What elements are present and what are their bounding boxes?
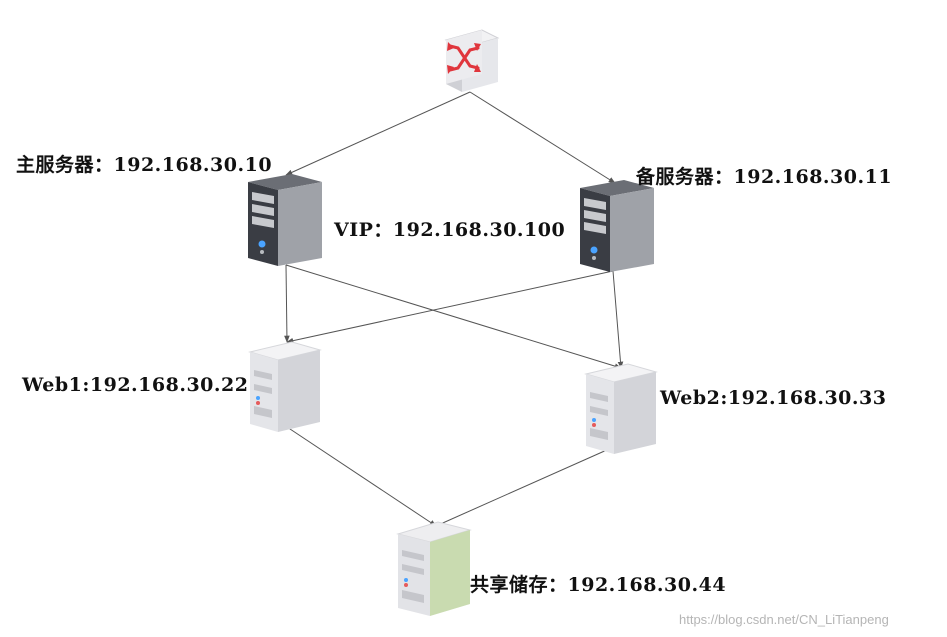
web1-server-node <box>248 340 324 438</box>
edge-storage-to-web2 <box>435 444 619 527</box>
network-switch-icon <box>444 29 500 92</box>
vip-label: VIP：192.168.30.100 <box>334 219 566 241</box>
dark-server-icon <box>248 174 322 266</box>
dark-server-icon <box>580 180 654 272</box>
light-server-icon <box>248 341 322 432</box>
primary-server-label: 主服务器：192.168.30.10 <box>16 154 273 176</box>
primary-server-node <box>246 172 326 272</box>
backup-server-node <box>578 178 658 278</box>
storage-label: 共享储存：192.168.30.44 <box>470 574 727 596</box>
edge-primary-to-web1 <box>284 264 290 343</box>
watermark: https://blog.csdn.net/CN_LiTianpeng <box>679 612 889 627</box>
edge-primary-to-web2 <box>285 264 622 369</box>
backup-server-label: 备服务器：192.168.30.11 <box>636 166 893 188</box>
edge-switch-to-backup <box>469 91 616 184</box>
switch-node <box>440 26 502 100</box>
web1-label: Web1:192.168.30.22 <box>22 374 249 396</box>
edge-web1-to-storage <box>286 426 437 527</box>
edge-switch-to-primary <box>285 91 471 176</box>
light-server-icon <box>584 363 658 454</box>
edge-backup-to-web2 <box>612 270 624 369</box>
web2-server-node <box>584 362 660 460</box>
edge-backup-to-web1 <box>286 270 614 344</box>
storage-server-icon <box>396 521 472 616</box>
web2-label: Web2:192.168.30.33 <box>660 387 887 409</box>
storage-server-node <box>396 520 476 622</box>
